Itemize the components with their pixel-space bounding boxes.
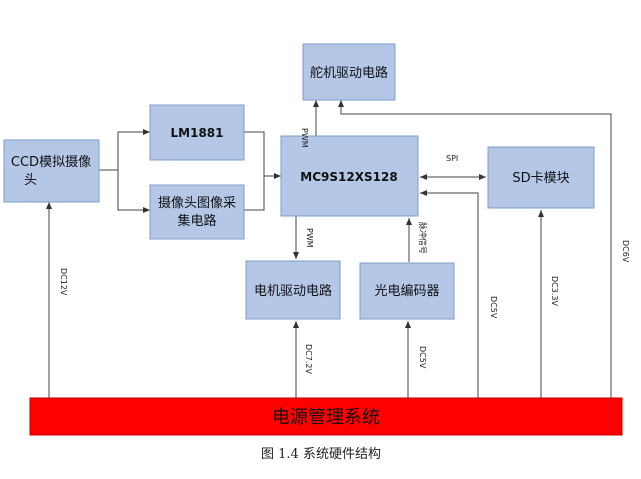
encoder-block: 光电编码器 <box>359 262 455 320</box>
pwm-motor-label: PWM <box>305 228 314 248</box>
mcu-label: MC9S12XS128 <box>300 170 397 184</box>
ccd-camera-label-2: 头 <box>24 173 37 188</box>
capture-to-mcu-line <box>244 176 265 211</box>
ccd-camera-block: CCD模拟摄像 头 <box>3 139 100 203</box>
figure-caption: 图 1.4 系统硬件结构 <box>261 447 381 462</box>
dc72v-label: DC7.2V <box>304 344 313 374</box>
image-capture-block: 摄像头图像采 集电路 <box>149 184 245 240</box>
sd-card-block: SD卡模块 <box>487 146 595 209</box>
servo-driver-label: 舵机驱动电路 <box>310 65 388 81</box>
dc6v-label: DC6V <box>621 240 630 263</box>
spi-label: SPI <box>446 154 458 163</box>
servo-driver-block: 舵机驱动电路 <box>302 43 396 101</box>
power-management-label: 电源管理系统 <box>272 407 380 428</box>
mcu-block: MC9S12XS128 <box>280 135 419 217</box>
image-capture-label-2: 集电路 <box>177 213 216 229</box>
power-management-block: 电源管理系统 <box>29 397 623 436</box>
sd-card-label: SD卡模块 <box>512 171 569 186</box>
pulse-signal-label: 脉冲信号 <box>418 222 428 254</box>
dc6v-line <box>338 100 612 398</box>
dc5v-encoder-label: DC5V <box>418 346 427 369</box>
lm1881-block: LM1881 <box>149 104 245 161</box>
lm1881-to-mcu-arrow <box>244 131 281 179</box>
pwm-servo-label: PWM <box>300 128 309 148</box>
connection-lines <box>46 100 612 398</box>
ccd-camera-label-1: CCD模拟摄像 <box>11 155 91 170</box>
dc5v-mcu-label: DC5V <box>489 296 498 319</box>
dc12v-label: DC12V <box>59 268 68 296</box>
motor-driver-label: 电机驱动电路 <box>254 283 332 299</box>
lm1881-label: LM1881 <box>171 126 224 140</box>
dc5v-mcu-line <box>420 190 479 398</box>
ccd-to-capture-arrow <box>117 170 150 213</box>
image-capture-label-1: 摄像头图像采 <box>158 196 236 211</box>
dc33v-label: DC3.3V <box>550 276 559 306</box>
motor-driver-block: 电机驱动电路 <box>245 260 341 320</box>
encoder-label: 光电编码器 <box>374 284 439 299</box>
ccd-to-lm1881-arrow <box>99 129 150 171</box>
